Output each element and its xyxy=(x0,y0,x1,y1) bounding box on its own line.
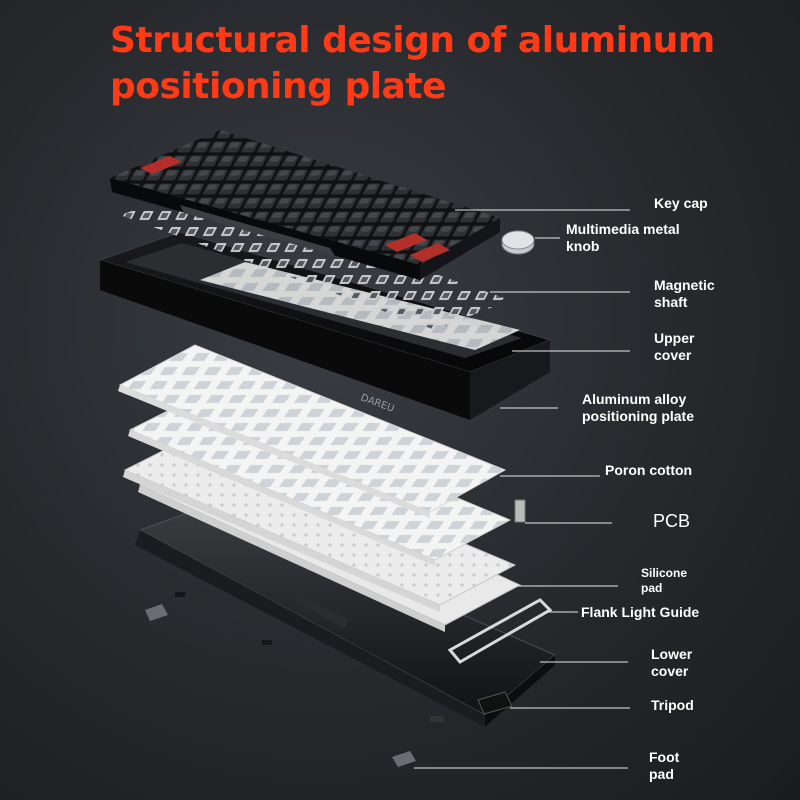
label-text: PCB xyxy=(653,511,691,531)
leader-lines xyxy=(414,209,630,769)
label-text: Magnetic xyxy=(654,277,715,293)
brand-logo: DAREU xyxy=(359,392,396,414)
accent-keycap xyxy=(385,233,427,252)
aluminum-plate-part xyxy=(118,344,507,518)
label-tripod: Tripod xyxy=(651,697,694,714)
label-aluminum-alloy-positioning-plate: Aluminum alloy positioning plate xyxy=(582,391,694,425)
label-text: Lower xyxy=(651,646,693,662)
label-pcb: PCB xyxy=(653,511,691,531)
label-text: Foot xyxy=(649,749,680,765)
label-text: Flank Light Guide xyxy=(581,604,700,620)
page-title-line-1: Structural design of aluminum xyxy=(110,20,715,61)
foot-pad-part xyxy=(145,604,416,767)
label-silicone-pad: Silicone pad xyxy=(641,566,687,596)
lower-cover-part xyxy=(135,504,556,727)
metal-knob-part xyxy=(501,230,535,255)
label-text: Poron cotton xyxy=(605,462,693,478)
label-flank-light-guide: Flank Light Guide xyxy=(581,604,699,621)
label-text: pad xyxy=(641,581,663,595)
label-lower-cover: Lower cover xyxy=(651,646,692,680)
label-text: knob xyxy=(566,238,600,254)
label-text: Key cap xyxy=(654,195,708,211)
page-title-line-2: positioning plate xyxy=(110,66,446,107)
keycaps-part xyxy=(110,130,500,280)
label-text: Tripod xyxy=(651,697,694,713)
label-key-cap: Key cap xyxy=(654,195,708,212)
label-text: Multimedia metal xyxy=(566,221,680,237)
label-text: Upper xyxy=(654,330,695,346)
accent-keycap xyxy=(140,156,182,174)
label-foot-pad: Foot pad xyxy=(649,749,679,783)
label-text: Aluminum alloy xyxy=(582,391,687,407)
label-text: cover xyxy=(654,347,692,363)
label-upper-cover: Upper cover xyxy=(654,330,694,364)
label-text: pad xyxy=(649,766,674,782)
label-multimedia-metal-knob: Multimedia metal knob xyxy=(566,221,680,255)
tripod-part xyxy=(477,691,513,715)
page-title: Structural design of aluminum positionin… xyxy=(110,18,790,110)
label-text: cover xyxy=(651,663,689,679)
accent-keycap xyxy=(410,243,450,262)
label-poron-cotton: Poron cotton xyxy=(605,462,692,479)
label-magnetic-shaft: Magnetic shaft xyxy=(654,277,715,311)
flank-light-guide-part xyxy=(447,598,553,664)
label-text: Silicone xyxy=(641,566,688,580)
label-text: positioning plate xyxy=(582,408,694,424)
label-text: shaft xyxy=(654,294,688,310)
magnetic-shaft-part xyxy=(120,190,510,330)
